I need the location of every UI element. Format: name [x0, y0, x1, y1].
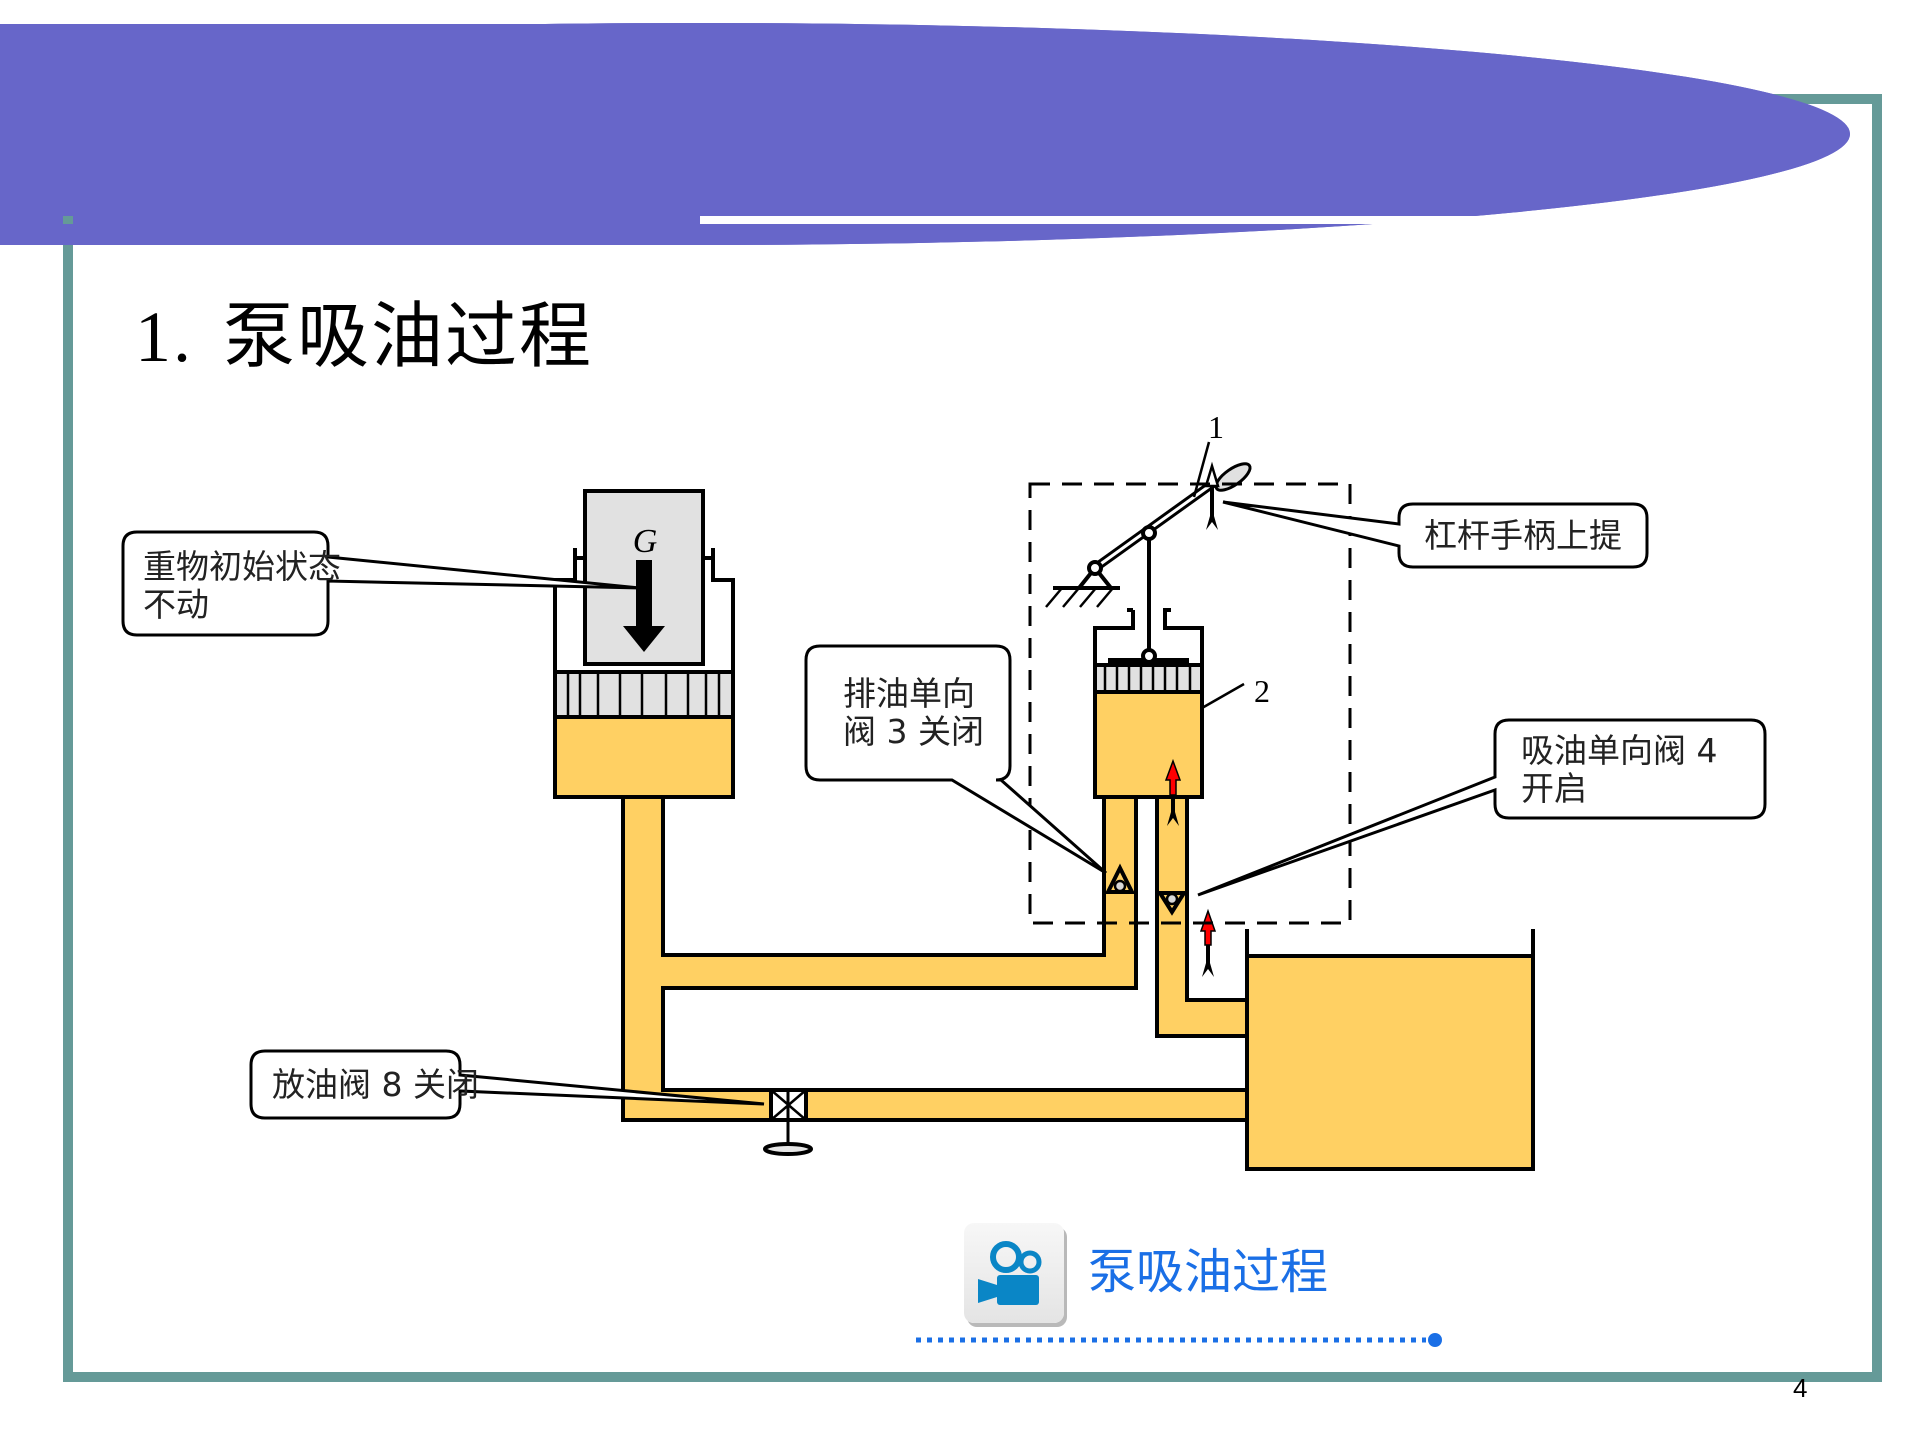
callout-lever-text: 杠杆手柄上提 [1424, 517, 1622, 555]
lever-handle [1214, 462, 1252, 492]
callout-bubbles [121, 500, 1767, 1120]
oil-tank-fill [1247, 956, 1533, 1169]
video-link-label[interactable]: 泵吸油过程 [1088, 1244, 1329, 1300]
weight-symbol: G [633, 523, 658, 560]
callout-weight-bubble [121, 530, 641, 637]
pump-oil [1093, 690, 1204, 799]
callout-suction-bubble [1197, 718, 1767, 897]
callout-drain-bubble [249, 1049, 765, 1120]
callout-suction-line1: 吸油单向阀 4 [1521, 731, 1718, 770]
callout-lever-line1: 杠杆手柄上提 [1424, 516, 1622, 555]
suction-check-valve [1156, 891, 1188, 916]
header-ellipse-gap [0, 216, 1545, 224]
pump-piston-hatch [1103, 665, 1192, 692]
oil-pipes [621, 795, 1255, 1122]
callout-discharge-line1: 排油单向 [843, 674, 975, 713]
callout-suction-text: 吸油单向阀 4 开启 [1521, 732, 1718, 808]
header-overlay [0, 23, 1850, 245]
callout-weight-line2: 不动 [143, 585, 209, 624]
callout-weight-text: 重物初始状态 不动 [143, 548, 341, 624]
slide-title: 1.泵吸油过程 [135, 300, 593, 373]
oil-tank-wall [1245, 929, 1535, 1171]
flow-arrow-suction [1199, 908, 1217, 977]
load-piston-hatch [566, 672, 721, 717]
video-play-button[interactable] [964, 1223, 1064, 1323]
flow-arrow-pump [1164, 758, 1182, 826]
pump-cylinder [1093, 533, 1204, 799]
pump-part-label: 2 [1254, 673, 1270, 709]
callout-lever-bubble [1222, 500, 1649, 569]
pump-label-leader [1201, 682, 1245, 710]
slide-title-number: 1. [135, 297, 193, 377]
drain-valve [763, 1088, 813, 1156]
callout-weight-line1: 重物初始状态 [143, 547, 341, 586]
pump-cylinder-wall [1093, 608, 1204, 797]
discharge-check-valve [1104, 863, 1136, 894]
slide-title-text: 泵吸油过程 [223, 294, 594, 378]
callout-discharge-text: 排油单向 阀 3 关闭 [843, 675, 984, 751]
callout-drain-text: 放油阀 8 关闭 [272, 1066, 479, 1104]
pump-piston [1093, 663, 1204, 694]
callout-suction-line2: 开启 [1521, 769, 1587, 808]
weight-down-arrow [623, 560, 665, 652]
callout-discharge-line2: 阀 3 关闭 [843, 712, 984, 751]
load-piston [553, 670, 735, 719]
piston-pin [1141, 648, 1157, 664]
video-camera-icon [978, 1241, 1042, 1305]
ground-hatch [1045, 587, 1114, 608]
video-link-underline [916, 1333, 1442, 1347]
pump-enclosure [1028, 482, 1352, 925]
drain-valve-handle [763, 1142, 813, 1156]
callout-drain-line1: 放油阀 8 关闭 [272, 1065, 479, 1104]
lever-label-leader [1192, 441, 1211, 498]
lever-pivot [1087, 560, 1103, 576]
suction-pipe [1155, 795, 1255, 1038]
load-cylinder-oil [553, 715, 735, 799]
callout-discharge-bubble [804, 644, 1107, 875]
lever-joint [1141, 525, 1157, 541]
lever-part-label: 1 [1208, 409, 1224, 445]
oil-tank [1245, 929, 1535, 1171]
page-number: 4 [1793, 1373, 1808, 1403]
